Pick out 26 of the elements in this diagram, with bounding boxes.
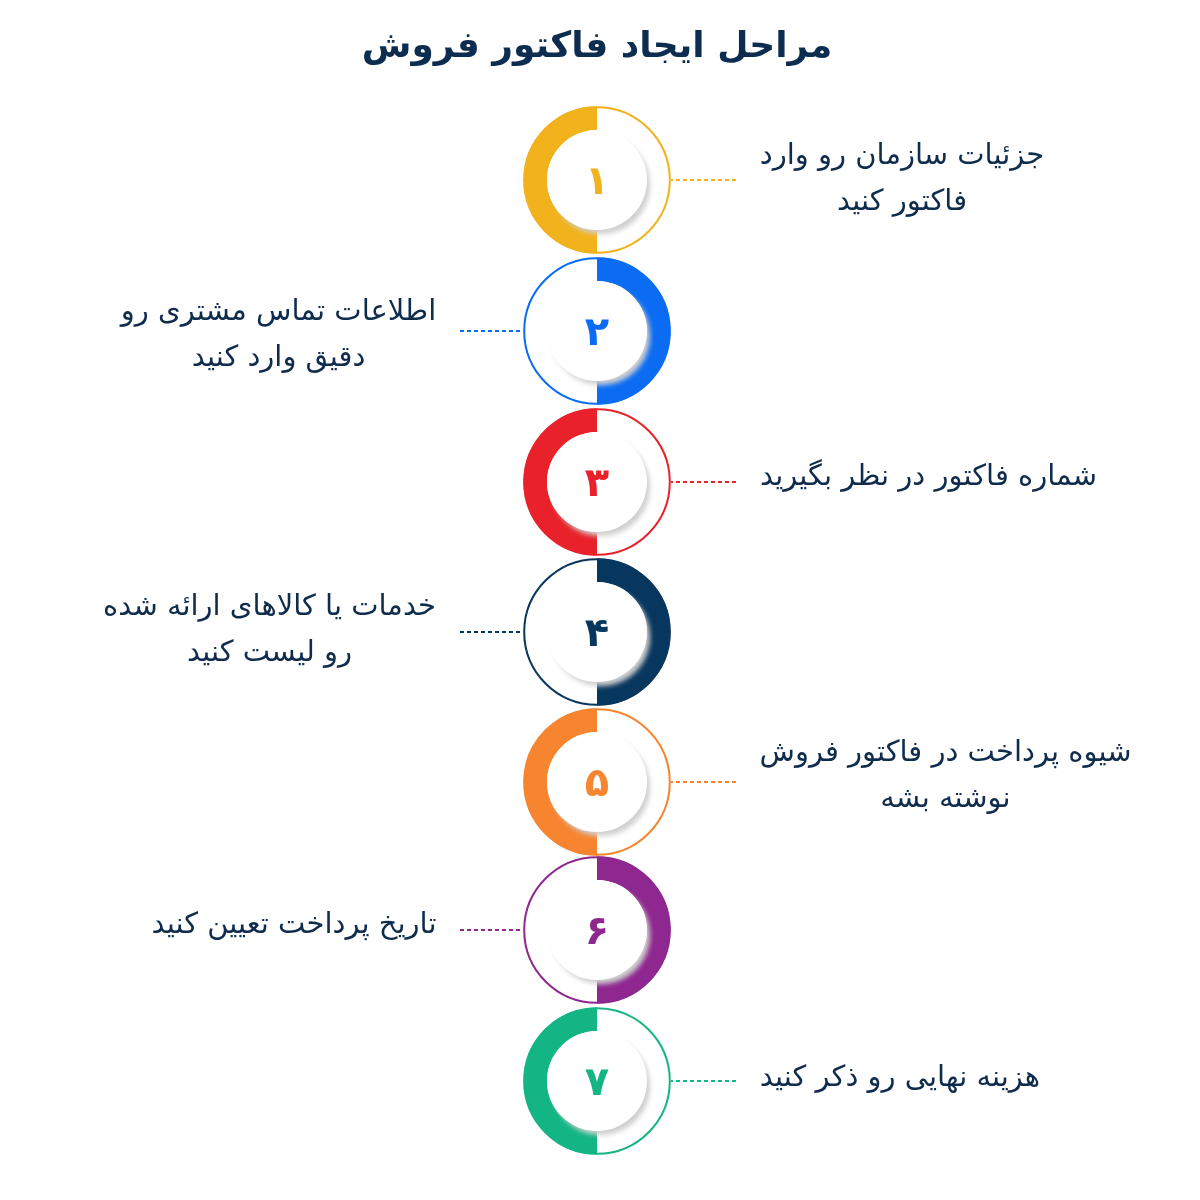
leader-line	[670, 1080, 737, 1082]
step-number: ۶	[584, 910, 610, 950]
step-circle	[523, 257, 671, 405]
step-number: ۷	[584, 1061, 610, 1101]
step-circle	[523, 408, 671, 556]
step-text: اطلاعات تماس مشتری رو دقیق وارد کنید	[120, 293, 437, 373]
step-circle	[523, 1007, 671, 1155]
step-number: ۲	[584, 311, 610, 351]
step-circle	[523, 856, 671, 1004]
step-number: ۴	[584, 612, 610, 652]
step-number: ۱	[584, 160, 610, 200]
title: مراحل ایجاد فاکتور فروش	[361, 23, 833, 68]
leader-line	[670, 781, 737, 783]
step-text: خدمات یا کالاهای ارائه شده رو لیست کنید	[102, 588, 437, 668]
step-text: جزئیات سازمان رو وارد فاکتور کنید	[759, 137, 1045, 217]
leader-line	[670, 179, 737, 181]
step-text: تاریخ پرداخت تعیین کنید	[151, 906, 437, 940]
leader-line	[670, 481, 737, 483]
step-circle	[523, 708, 671, 856]
step-text: هزینه نهایی رو ذکر کنید	[759, 1059, 1041, 1093]
step-number: ۳	[584, 462, 610, 502]
step-text: شماره فاکتور در نظر بگیرید	[759, 458, 1098, 492]
step-number: ۵	[584, 762, 610, 802]
step-text: شیوه پرداخت در فاکتور فروش نوشته بشه	[759, 734, 1132, 814]
step-circle	[523, 558, 671, 706]
step-circle	[523, 106, 671, 254]
